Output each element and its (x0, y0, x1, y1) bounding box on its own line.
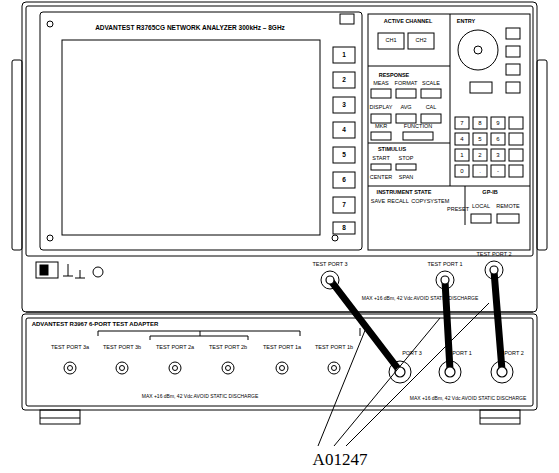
softkey-number: 6 (342, 177, 346, 184)
softkey-number: 2 (342, 77, 346, 84)
port-label: TEST PORT 2b (209, 345, 247, 351)
port-label: PORT 1 (452, 351, 472, 357)
keypad-digit: . (479, 168, 481, 174)
keypad-digit: 9 (496, 120, 499, 126)
port-label: TEST PORT 1 (427, 262, 462, 268)
key-label: COPY (411, 199, 427, 205)
key-label: RECALL (387, 199, 408, 205)
key-label: SYSTEM (427, 199, 450, 205)
softkey-number: 8 (342, 225, 346, 232)
keypad-digit: 2 (478, 152, 481, 158)
key-label: STOP (399, 156, 414, 162)
key-label: FUNCTION (404, 124, 432, 130)
section-title: INSTRUMENT STATE (377, 190, 432, 196)
keypad-digit: - (497, 168, 499, 174)
key-label: CH2 (415, 38, 426, 44)
section-title: ACTIVE CHANNEL (384, 19, 433, 25)
key-label: START (372, 156, 390, 162)
key-label: MEAS (373, 81, 389, 87)
key-label: DISPLAY (370, 105, 393, 111)
port-label: TEST PORT 2 (476, 252, 511, 258)
section-title: RESPONSE (379, 73, 410, 79)
key-label: CENTER (370, 175, 393, 181)
section-title: STIMULUS (378, 147, 406, 153)
softkey-number: 3 (342, 102, 346, 109)
key-label: CAL (426, 105, 437, 111)
warning-text: MAX +16 dBm, 42 Vdc AVOID STATIC DISCHAR… (410, 396, 527, 401)
port-label: TEST PORT 3b (103, 345, 141, 351)
keypad-digit: 5 (478, 136, 481, 142)
figure-code: A01247 (313, 451, 368, 468)
keypad-digit: 6 (496, 136, 499, 142)
softkey-number: 5 (342, 152, 346, 159)
key-label: PRESET (447, 207, 469, 213)
key-label: CH1 (385, 38, 396, 44)
model-title: ADVANTEST R3765CG NETWORK ANALYZER 300kH… (95, 25, 285, 32)
keypad-digit: 3 (496, 152, 499, 158)
section-title: GP-IB (482, 190, 497, 196)
key-label: SPAN (399, 175, 414, 181)
key-label: MKR (375, 124, 387, 130)
port-label: PORT 3 (402, 351, 422, 357)
port-label: TEST PORT 2a (156, 345, 194, 351)
port-label: TEST PORT 1a (263, 345, 301, 351)
port-label: TEST PORT 3 (312, 262, 347, 268)
keypad-digit: 0 (460, 168, 463, 174)
port-label: TEST PORT 3a (51, 345, 89, 351)
keypad-digit: 7 (460, 120, 463, 126)
adapter-title: ADVANTEST R3967 6-PORT TEST ADAPTER (32, 321, 159, 327)
keypad-digit: 8 (478, 120, 481, 126)
port-label: PORT 2 (504, 351, 524, 357)
keypad-digit: 1 (460, 152, 463, 158)
softkey-number: 7 (342, 202, 346, 209)
warning-text: MAX +16 dBm, 42 Vdc AVOID STATIC DISCHAR… (362, 296, 479, 301)
softkey-number: 4 (342, 127, 346, 134)
key-label: REMOTE (496, 204, 520, 210)
port-label: TEST PORT 1b (315, 345, 353, 351)
softkey-number: 1 (342, 52, 346, 59)
key-label: FORMAT (395, 81, 418, 87)
section-title: ENTRY (457, 19, 475, 25)
key-label: LOCAL (472, 204, 490, 210)
key-label: SCALE (422, 81, 440, 87)
key-label: AVG (400, 105, 411, 111)
keypad-digit: 4 (460, 136, 463, 142)
warning-text: MAX +16 dBm, 42 Vdc AVOID STATIC DISCHAR… (142, 394, 259, 399)
key-label: SAVE (371, 199, 385, 205)
